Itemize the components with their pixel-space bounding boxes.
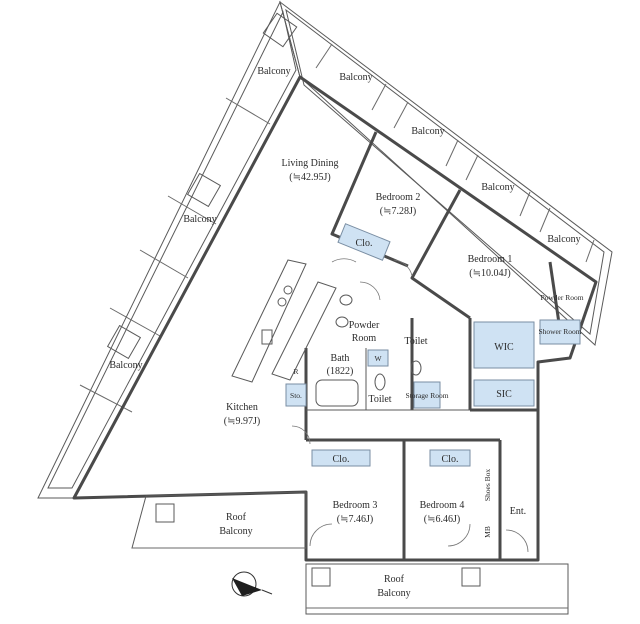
balcony-strip-left	[37, 0, 301, 499]
toilet-label-a: Toilet	[404, 336, 427, 347]
bedroom2-area: (≒7.28J)	[380, 206, 416, 217]
bedroom3-area: (≒7.46J)	[337, 514, 373, 525]
sto-label: Sto.	[290, 391, 302, 400]
closet-bedroom2-label: Clo.	[356, 238, 373, 249]
door-swings	[291, 258, 529, 553]
closet-bedroom3	[311, 449, 371, 467]
powder-room-small-label: Powder Room	[540, 293, 583, 302]
r-label: R	[293, 367, 298, 376]
living-dining-name: Living Dining	[282, 158, 339, 169]
north-arrow-icon	[231, 571, 273, 597]
closet-bedroom3-label: Clo.	[333, 454, 350, 465]
bedroom1-area: (≒10.04J)	[469, 268, 510, 279]
wic	[473, 321, 535, 369]
sto-block	[285, 383, 307, 407]
roof-balcony-bottom-line2: Balcony	[377, 588, 410, 599]
wic-label: WIC	[494, 342, 514, 353]
balcony-label-top-mid: Balcony	[339, 72, 372, 83]
balcony-label-top-left: Balcony	[257, 66, 290, 77]
roof-balcony-bottom-line1: Roof	[384, 574, 405, 585]
closet-bedroom2	[337, 223, 391, 261]
storage-room-label: Storage Room	[405, 391, 448, 400]
storage-room-block	[413, 381, 441, 409]
kitchen-counter	[231, 259, 337, 383]
interior-outline	[72, 75, 598, 562]
bath-size: (1822)	[327, 366, 354, 377]
bathtub	[315, 379, 359, 407]
entrance-label: Ent.	[510, 506, 526, 517]
balcony-label-left-mid: Balcony	[183, 214, 216, 225]
bedroom1-name: Bedroom 1	[468, 254, 513, 265]
balcony-label-right-b: Balcony	[547, 234, 580, 245]
roof-balcony-left-line2: Balcony	[219, 526, 252, 537]
powder-room-label-1: Powder	[349, 320, 380, 331]
bedroom4-area: (≒6.46J)	[424, 514, 460, 525]
sic-label: SIC	[496, 389, 512, 400]
living-dining-area: (≒42.95J)	[289, 172, 330, 183]
kitchen-area: (≒9.97J)	[224, 416, 260, 427]
balcony-label-right-a: Balcony	[481, 182, 514, 193]
bath-name: Bath	[331, 353, 350, 364]
roof-balcony-left-line1: Roof	[226, 512, 247, 523]
roof-balcony-bottom	[305, 563, 569, 615]
roof-balcony-left	[131, 491, 307, 549]
powder-room-label-2: Room	[352, 333, 377, 344]
shower-room-block	[539, 319, 581, 345]
shower-room-label: Shower Room	[538, 327, 581, 336]
w-block	[367, 349, 389, 367]
balcony-label-left-low: Balcony	[109, 360, 142, 371]
closet-bedroom4-label: Clo.	[442, 454, 459, 465]
mb-label: MB	[483, 526, 492, 538]
sic	[473, 379, 535, 407]
w-label: W	[374, 354, 382, 363]
toilet-label-b: Toilet	[368, 394, 391, 405]
bedroom4-name: Bedroom 4	[420, 500, 465, 511]
bedroom3-name: Bedroom 3	[333, 500, 378, 511]
balcony-label-mid: Balcony	[411, 126, 444, 137]
kitchen-name: Kitchen	[226, 402, 258, 413]
shoes-box-label: Shoes Box	[483, 469, 492, 502]
bedroom2-name: Bedroom 2	[376, 192, 421, 203]
closet-bedroom4	[429, 449, 471, 467]
